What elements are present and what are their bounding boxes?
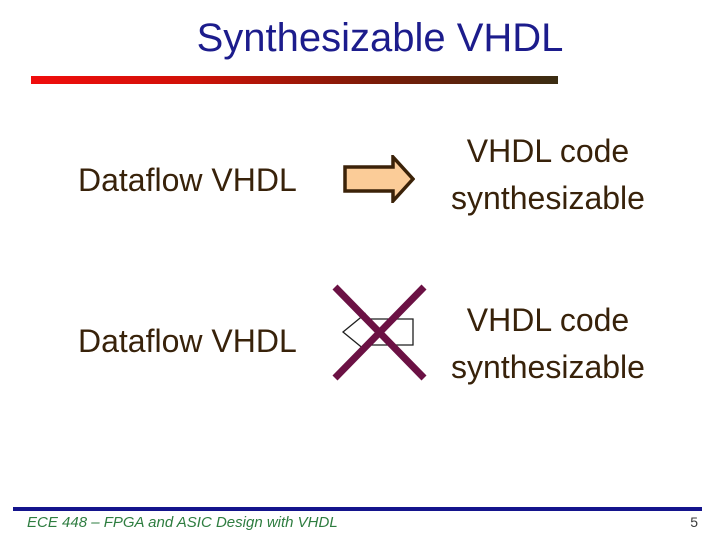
title-rule [31, 76, 558, 84]
row2-right-line1: VHDL code [466, 302, 630, 338]
page-number: 5 [690, 514, 698, 530]
right-block-arrow-shape [343, 155, 415, 203]
slide-title: Synthesizable VHDL [196, 16, 564, 60]
crossed-left-arrow-icon [332, 284, 427, 381]
footer-rule [13, 507, 702, 511]
footer-course-label: ECE 448 – FPGA and ASIC Design with VHDL [27, 514, 338, 531]
row1-left-label: Dataflow VHDL [78, 162, 297, 198]
row1-right-text: VHDL code synthesizable [448, 128, 648, 222]
row1-right-line2: synthesizable [451, 180, 645, 216]
row2-left-label: Dataflow VHDL [78, 323, 297, 359]
row2-right-text: VHDL code synthesizable [448, 297, 648, 391]
cross-stroke-2 [332, 284, 427, 381]
row1-right-line1: VHDL code [466, 133, 630, 169]
right-block-arrow-icon [343, 155, 415, 203]
row2-right-line2: synthesizable [451, 349, 645, 385]
